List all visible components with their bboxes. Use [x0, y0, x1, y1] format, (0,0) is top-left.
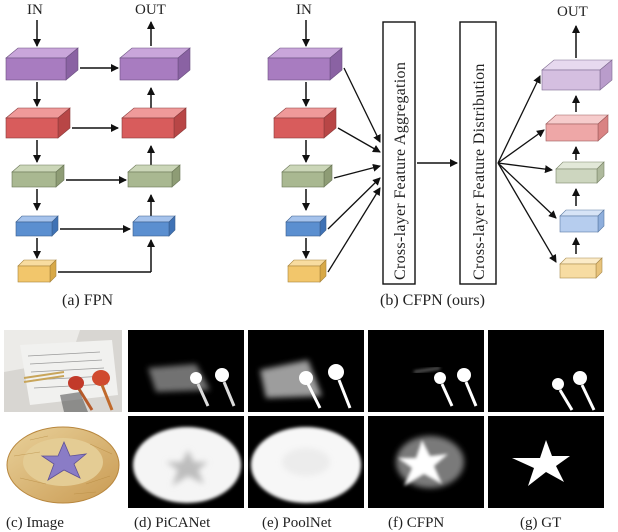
fpn-right-purple-block	[119, 47, 191, 81]
cfpn-right-purple-block	[541, 59, 613, 91]
fpn-right-red-block	[121, 107, 187, 139]
fpn-left-red-block	[5, 107, 71, 139]
fpn-right-blue-block	[132, 215, 176, 237]
fpn-left-yellow-block	[17, 259, 57, 283]
input-image-spoons	[4, 330, 122, 412]
fpn-out-label: OUT	[135, 2, 166, 18]
arrow-icon	[497, 162, 557, 263]
fpn-caption: (a) FPN	[62, 292, 114, 309]
cfpn-right-red-block	[545, 114, 609, 142]
cfpn-result-spoons	[368, 330, 484, 412]
cfpn-result-starfish	[368, 416, 484, 508]
caption-cfpn: (f) CFPN	[388, 515, 444, 531]
fpn-right-stack	[119, 21, 191, 237]
cfpn-out-label: OUT	[557, 4, 588, 20]
cfpn-left-green-block	[281, 164, 333, 188]
fpn-right-green-block	[127, 164, 181, 188]
fpn-panel: IN OUT	[5, 2, 191, 309]
gt-mask-starfish	[488, 416, 604, 508]
caption-picanet: (d) PiCANet	[134, 515, 211, 531]
aggregation-label: Cross-layer Feature Aggregation	[392, 62, 409, 280]
poolnet-result-spoons	[248, 330, 364, 412]
caption-gt: (g) GT	[520, 515, 561, 531]
cfpn-left-red-block	[273, 107, 337, 139]
fpn-in-label: IN	[27, 2, 43, 18]
picanet-result-starfish	[128, 416, 244, 508]
arrow-icon	[497, 162, 557, 219]
arrow-icon	[497, 75, 541, 164]
cfpn-in-label: IN	[296, 2, 312, 18]
distribution-label: Cross-layer Feature Distribution	[471, 63, 488, 280]
caption-image: (c) Image	[6, 515, 64, 531]
cfpn-right-green-block	[555, 161, 605, 184]
result-grid: (c) Image (d) PiCANet (e) PoolNet (f) CF…	[4, 330, 604, 531]
fpn-left-stack	[5, 47, 79, 283]
gt-mask-spoons	[488, 330, 604, 412]
input-image-starfish	[4, 416, 122, 508]
cfpn-caption: (b) CFPN (ours)	[380, 292, 485, 309]
cfpn-left-stack	[267, 47, 343, 283]
arrow-icon	[327, 177, 381, 230]
picanet-result-spoons	[128, 330, 244, 412]
cfpn-right-stack	[541, 25, 613, 279]
cfpn-right-blue-block	[559, 209, 605, 233]
fpn-left-green-block	[11, 164, 65, 188]
cfpn-panel: IN OUT	[267, 2, 613, 309]
aggregation-box: Cross-layer Feature Aggregation	[382, 21, 416, 285]
cfpn-left-yellow-block	[287, 259, 327, 283]
arrow-icon	[497, 129, 545, 164]
distribution-box: Cross-layer Feature Distribution	[459, 21, 497, 285]
caption-poolnet: (e) PoolNet	[262, 515, 332, 531]
cfpn-right-yellow-block	[559, 257, 603, 279]
cfpn-left-purple-block	[267, 47, 343, 81]
arrow-icon	[497, 162, 553, 174]
cfpn-left-blue-block	[285, 215, 327, 237]
arrow-icon	[343, 67, 381, 143]
poolnet-result-starfish	[248, 416, 364, 508]
arrow-icon	[333, 163, 381, 179]
arrow-icon	[327, 187, 381, 273]
fpn-left-purple-block	[5, 47, 79, 81]
arrow-icon	[337, 127, 381, 153]
fpn-left-blue-block	[15, 215, 59, 237]
